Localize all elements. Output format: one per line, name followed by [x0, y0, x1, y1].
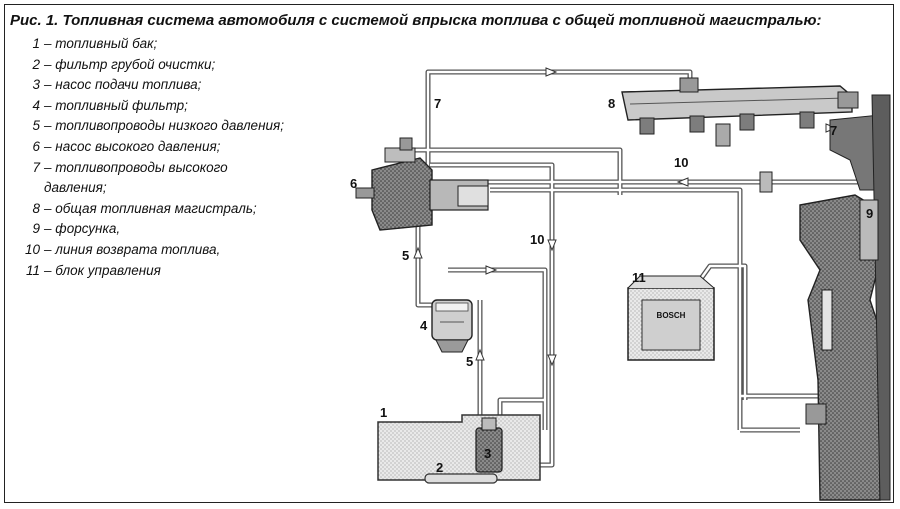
- legend-item-6: 6– насос высокого давления;: [32, 138, 221, 154]
- label-rail: 8: [608, 96, 615, 111]
- high-pressure-pump: [355, 137, 489, 231]
- legend-item-10: 10– линия возврата топлива,: [24, 241, 221, 257]
- label-hp-pump: 6: [350, 176, 357, 191]
- label-pump: 3: [484, 446, 491, 461]
- legend-item-5: 5– топливопроводы низкого давления;: [32, 118, 284, 134]
- label-low-pressure-a: 5: [402, 248, 409, 263]
- fuel-filter: [431, 299, 473, 353]
- label-hp-line-a: 7: [434, 96, 441, 111]
- legend-item-2: 2– фильтр грубой очистки;: [32, 56, 216, 72]
- arrow-down-icon: [547, 239, 557, 252]
- label-hp-line-b: 7: [830, 123, 837, 138]
- label-ecu: 11: [632, 270, 646, 285]
- legend-item-1: 1– топливный бак;: [32, 36, 158, 51]
- legend-item-8: 8– общая топливная магистраль;: [32, 200, 257, 216]
- injector: [859, 199, 879, 261]
- arrow-down-icon: [547, 354, 557, 367]
- component-labels: 1 2 3 4 5 5 6 7 7 8 9 10 10 11: [350, 96, 873, 475]
- label-low-pressure-b: 5: [466, 354, 473, 369]
- legend-item-3: 3– насос подачи топлива;: [32, 77, 202, 93]
- engine-block: [799, 94, 891, 501]
- ecu-brand-label: BOSCH: [657, 311, 686, 320]
- label-fuel-filter: 4: [420, 318, 428, 333]
- arrow-up-icon: [475, 348, 485, 361]
- common-rail: [621, 77, 859, 147]
- figure-frame: [4, 4, 894, 503]
- label-return-a: 10: [674, 155, 688, 170]
- legend-item-11: 11– блок управления: [25, 262, 161, 278]
- label-coarse-filter: 2: [436, 460, 443, 475]
- arrow-right-icon: [545, 67, 558, 77]
- arrow-up-icon: [413, 246, 423, 259]
- figure-caption: Рис. 1. Топливная система автомобиля с с…: [10, 12, 822, 29]
- return-fitting: [759, 171, 773, 193]
- label-return-b: 10: [530, 232, 544, 247]
- fuel-tank: [377, 414, 541, 484]
- label-injector: 9: [866, 206, 873, 221]
- ecu-unit: BOSCH: [627, 275, 715, 361]
- coarse-filter: [424, 473, 498, 484]
- legend-list: 1– топливный бак; 2– фильтр грубой очист…: [14, 34, 284, 281]
- fuel-pump: [475, 417, 503, 473]
- arrow-right-icon: [485, 265, 498, 275]
- arrow-left-icon: [676, 177, 689, 187]
- label-tank: 1: [380, 405, 387, 420]
- legend-item-9: 9– форсунка,: [32, 221, 121, 237]
- legend-item-4: 4– топливный фильтр;: [32, 97, 188, 113]
- legend-item-7: 7– топливопроводы высокого: [32, 159, 228, 175]
- legend-item-7-cont: давления;: [44, 180, 107, 196]
